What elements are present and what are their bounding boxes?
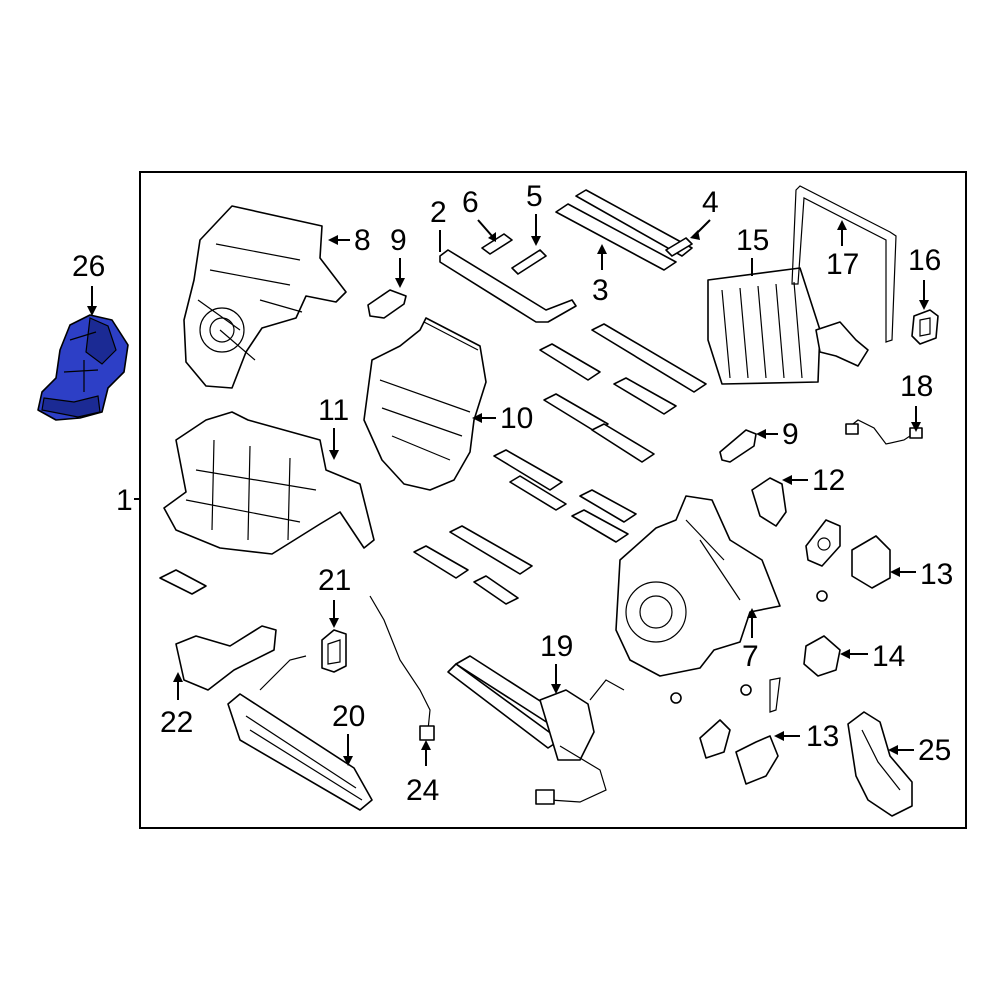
callout-2[interactable]: 2	[430, 196, 447, 229]
callout-18[interactable]: 17	[826, 248, 859, 281]
part-20-heater-core[interactable]	[447, 655, 625, 805]
part-7-blower-case[interactable]	[615, 495, 781, 677]
part-19-sensor[interactable]	[845, 419, 923, 445]
callout-3[interactable]: 3	[592, 274, 609, 307]
callout-15[interactable]: 14	[872, 640, 905, 673]
part-9-bracket-upper[interactable]	[367, 289, 407, 319]
part-22-grommet[interactable]	[321, 629, 347, 673]
callout-5[interactable]: 5	[526, 180, 543, 213]
callout-14[interactable]: 13	[920, 558, 953, 591]
part-8-case-upper[interactable]	[183, 205, 347, 389]
part-17-grommet[interactable]	[911, 309, 939, 345]
callout-7[interactable]: 7	[742, 640, 759, 673]
part-13-actuator[interactable]	[699, 719, 779, 785]
callout-17[interactable]: 16	[908, 244, 941, 277]
part-11-case-lower[interactable]	[163, 411, 375, 555]
callout-16[interactable]: 15	[736, 224, 769, 257]
part-23-bracket[interactable]	[175, 625, 277, 691]
part-18-seal[interactable]	[791, 185, 897, 343]
part-24-hose[interactable]	[369, 595, 435, 741]
screw	[670, 692, 682, 704]
part-3-filter-frame[interactable]	[555, 189, 693, 271]
part-6-strip[interactable]	[481, 233, 513, 255]
callout-9-upper[interactable]: 9	[390, 224, 407, 257]
callout-13[interactable]: 13	[806, 720, 839, 753]
part-2-seal-rod[interactable]	[439, 249, 577, 323]
callout-11[interactable]: 11	[318, 394, 349, 427]
part-small-pad	[159, 569, 207, 595]
screw	[816, 590, 828, 602]
callout-26[interactable]: 26	[72, 250, 105, 283]
part-15-actuator[interactable]	[803, 635, 841, 677]
callout-8[interactable]: 8	[354, 224, 371, 257]
callout-1[interactable]: 1	[116, 484, 133, 517]
callout-6[interactable]: 6	[462, 186, 479, 219]
callout-10[interactable]: 10	[500, 402, 533, 435]
screw	[740, 684, 752, 696]
part-21-heater[interactable]	[227, 655, 373, 811]
callout-20[interactable]: 19	[540, 630, 573, 663]
part-14-actuator[interactable]	[851, 535, 891, 589]
callout-25[interactable]: 25	[918, 734, 951, 767]
callout-19[interactable]: 18	[900, 370, 933, 403]
callout-9-lower[interactable]: 9	[782, 418, 799, 451]
part-26-highlighted[interactable]	[37, 314, 129, 421]
part-10-housing[interactable]	[363, 317, 487, 491]
part-16-evaporator[interactable]	[707, 267, 869, 385]
callout-22[interactable]: 21	[318, 564, 351, 597]
part-9-bracket-lower[interactable]	[719, 429, 757, 463]
callout-4[interactable]: 4	[702, 186, 719, 219]
callout-12[interactable]: 12	[812, 464, 845, 497]
part-25-duct[interactable]	[847, 711, 913, 817]
part-12-actuator[interactable]	[751, 477, 787, 527]
part-link	[769, 677, 781, 713]
part-5-strip[interactable]	[511, 249, 547, 275]
part-grommet	[805, 519, 841, 567]
callout-21[interactable]: 20	[332, 700, 365, 733]
part-4-strip[interactable]	[665, 237, 693, 257]
callout-24[interactable]: 24	[406, 774, 439, 807]
callout-23[interactable]: 22	[160, 706, 193, 739]
center-doors	[413, 323, 707, 605]
